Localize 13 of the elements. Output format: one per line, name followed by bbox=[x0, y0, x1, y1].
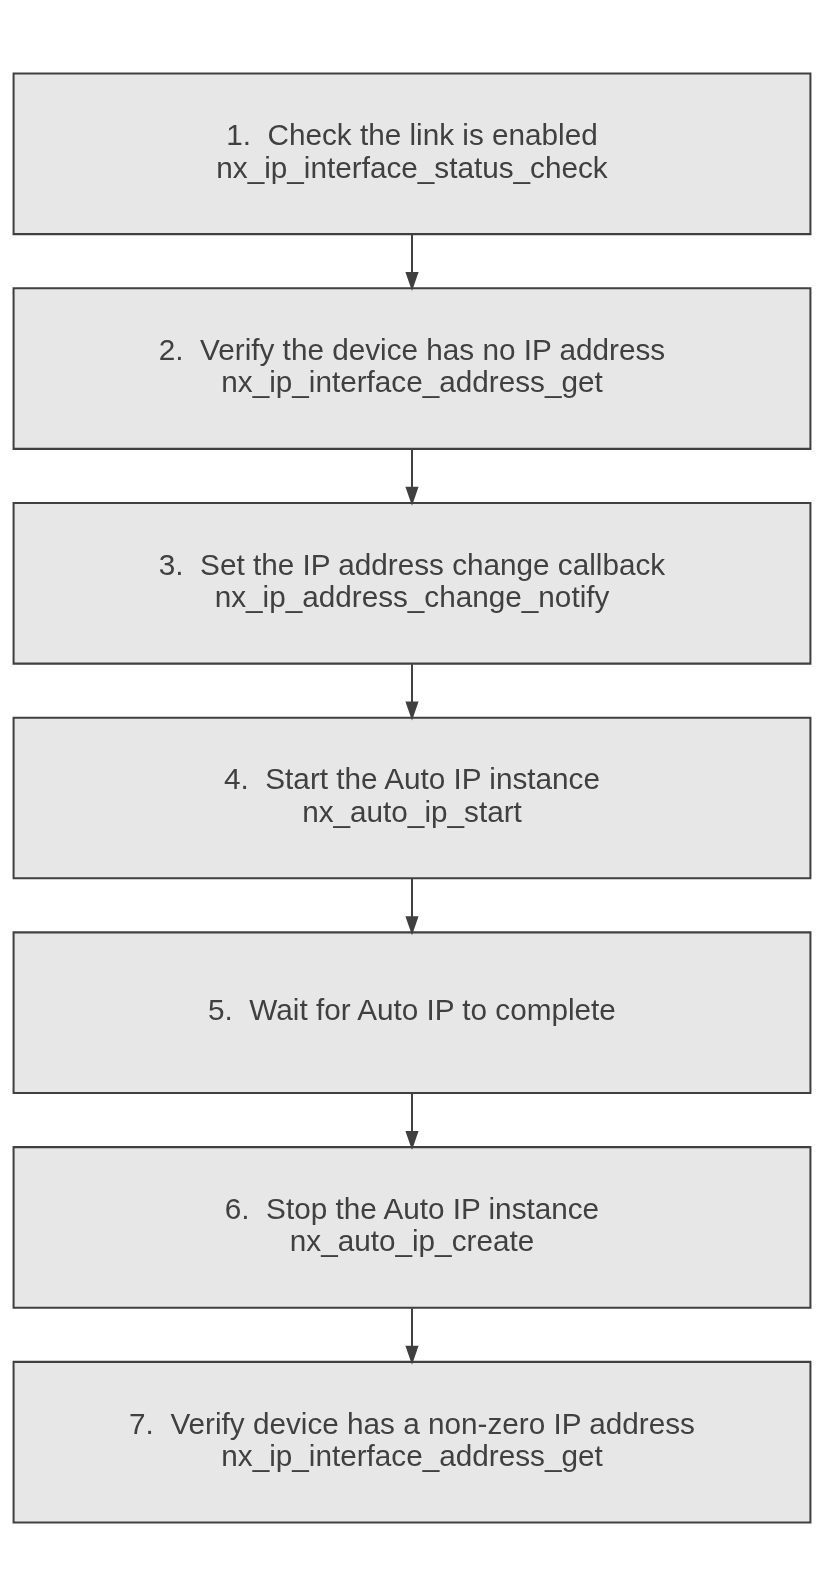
arrow bbox=[405, 234, 419, 291]
node-box: 7. Verify device has a non-zero IP address nx_ip_interface_address_get bbox=[12, 1360, 812, 1524]
node-box: 1. Check the link is enabled nx_ip_interface_status_check bbox=[12, 72, 812, 236]
arrow bbox=[405, 1093, 419, 1150]
arrow bbox=[405, 878, 419, 936]
node-box: 5. Wait for Auto IP to complete bbox=[12, 931, 812, 1095]
node-box: 4. Start the Auto IP instance nx_auto_ip_start bbox=[12, 716, 812, 880]
node-box: 3. Set the IP address change callback nx_ip_address_change_notify bbox=[12, 501, 812, 665]
arrow bbox=[405, 1308, 419, 1365]
arrow bbox=[405, 449, 419, 506]
node-box: 2. Verify the device has no IP address nx_ip_interface_address_get bbox=[12, 287, 812, 450]
arrow bbox=[405, 664, 419, 721]
node-box: 6. Stop the Auto IP instance nx_auto_ip_create bbox=[12, 1146, 812, 1309]
